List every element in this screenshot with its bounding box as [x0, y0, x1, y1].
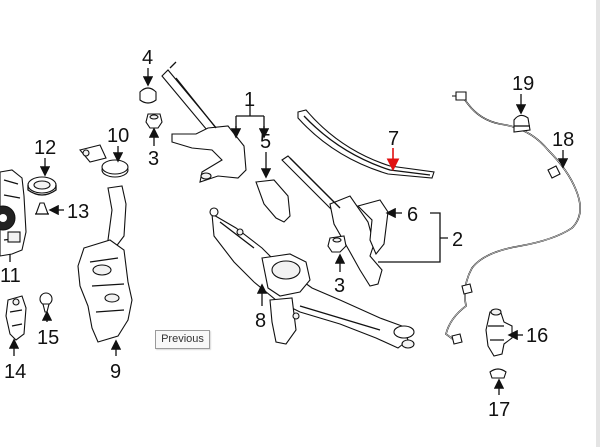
callout-10: 10 — [107, 125, 129, 147]
callout-5: 5 — [260, 131, 271, 153]
bracket-1 — [235, 106, 265, 134]
callout-12: 12 — [34, 137, 56, 159]
cover-part-6 — [356, 199, 389, 256]
wiper-linkage-part-8 — [209, 207, 415, 349]
clip-part-19 — [513, 114, 531, 133]
wiper-blade-part-7 — [297, 109, 435, 179]
callout-2: 2 — [452, 229, 463, 251]
callout-15: 15 — [37, 327, 59, 349]
plug-part-13 — [35, 202, 49, 215]
washer-hose-part-18 — [445, 91, 581, 345]
callout-4: 4 — [142, 47, 153, 69]
filler-cap-part-10 — [79, 144, 129, 178]
callout-16: 16 — [526, 325, 548, 347]
callout-6: 6 — [407, 204, 418, 226]
callout-13: 13 — [67, 201, 89, 223]
reservoir-bracket-part-11 — [0, 169, 27, 257]
previous-button[interactable]: Previous — [155, 330, 210, 349]
wiper-arm-part-1 — [161, 61, 247, 183]
nut-part-3-right — [327, 235, 347, 253]
washer-reservoir-part-9 — [77, 185, 133, 343]
callout-11: 11 — [0, 265, 21, 287]
callout-3-left: 3 — [148, 148, 159, 170]
bracket-2 — [378, 212, 448, 263]
cover-part-5 — [255, 179, 291, 223]
wiper-arm-part-2 — [281, 155, 383, 287]
grommet-part-12 — [27, 176, 57, 196]
callout-17: 17 — [488, 399, 510, 421]
seal-part-17 — [489, 368, 507, 379]
washer-pump-part-16 — [485, 308, 513, 357]
callout-8: 8 — [255, 310, 266, 332]
callout-18: 18 — [552, 129, 574, 151]
callout-19: 19 — [512, 73, 534, 95]
callout-1: 1 — [244, 89, 255, 111]
callout-14: 14 — [4, 361, 26, 383]
pump-bracket-part-14 — [5, 295, 27, 341]
scrollbar[interactable] — [596, 0, 600, 447]
plug-part-15 — [39, 292, 53, 313]
callout-9: 9 — [110, 361, 121, 383]
nut-part-3-left — [145, 113, 163, 129]
callout-3-right: 3 — [334, 275, 345, 297]
cap-part-4 — [139, 87, 157, 104]
callout-7: 7 — [388, 128, 399, 150]
